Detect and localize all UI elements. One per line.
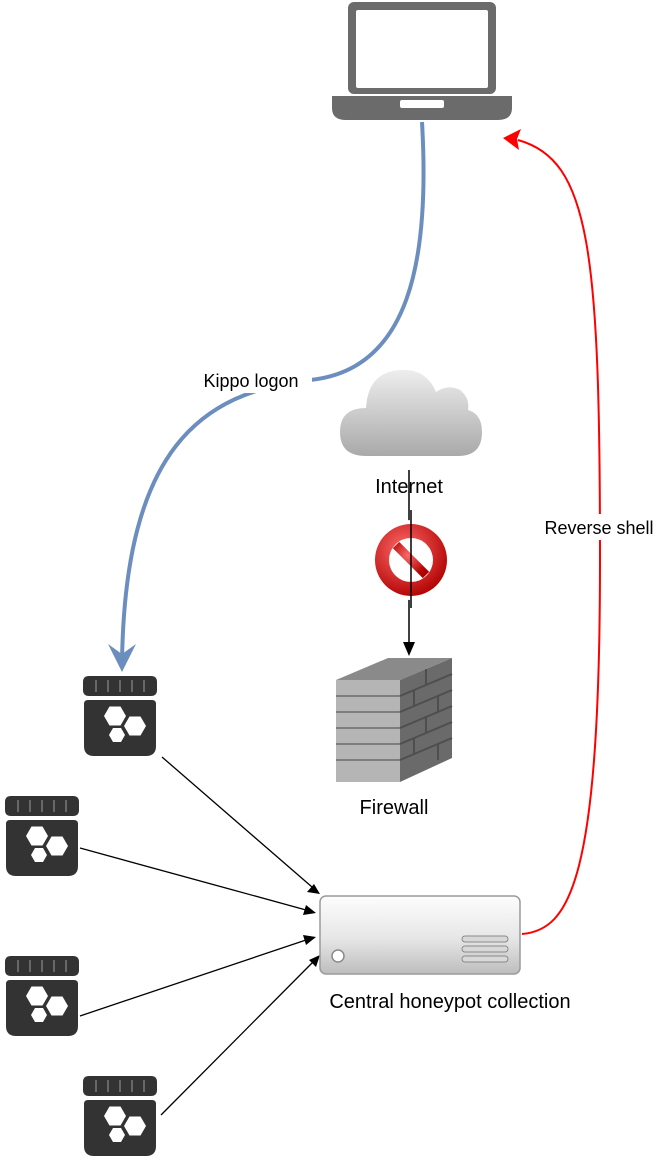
firewall-icon [336,658,453,782]
honeypot-node-1 [82,675,158,757]
edge-label-kippo-logon: Kippo logon [190,367,312,393]
internet-label: Internet [375,476,443,498]
edge-honeypot-to-collector [79,756,320,1116]
server-icon [319,895,521,975]
honeypot-node-2 [4,795,80,877]
cloud-icon [340,369,482,456]
internet-node: Internet [340,369,482,498]
laptop-node [332,2,512,120]
firewall-node: Firewall [336,658,453,819]
blocked-node [371,510,451,608]
honeypot-jar-icon [4,795,80,877]
laptop-icon [332,2,512,120]
no-entry-icon [371,510,451,608]
collector-label: Central honeypot collection [329,991,570,1013]
honeypot-jar-icon [4,955,80,1037]
edge-reverse-shell [503,129,602,935]
honeypot-jar-icon [82,1075,158,1157]
edge-label-reverse-shell: Reverse shell [528,514,670,540]
honeypot-node-3 [4,955,80,1037]
reverse-shell-label: Reverse shell [544,518,653,538]
honeypot-jar-icon [82,675,158,757]
honeypot-node-4 [82,1075,158,1157]
firewall-label: Firewall [360,797,429,819]
collector-node: Central honeypot collection [319,895,571,1013]
kippo-logon-label: Kippo logon [203,371,298,391]
